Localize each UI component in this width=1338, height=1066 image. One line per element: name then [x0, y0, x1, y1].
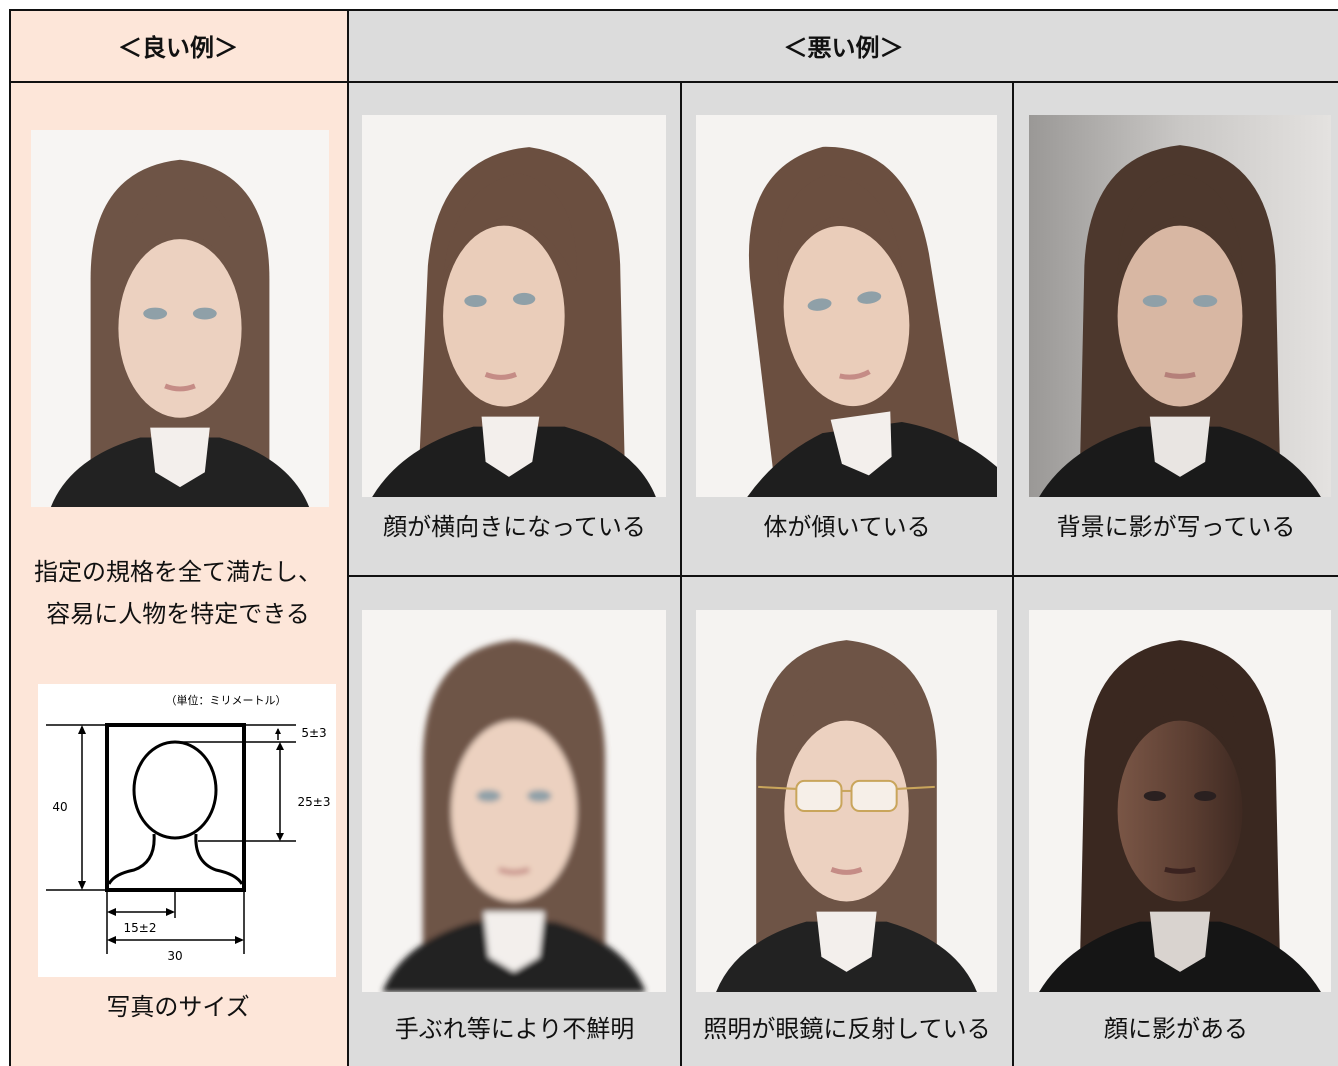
bad-example-header-label: ＜悪い例＞ — [783, 33, 904, 62]
good-example-photo — [31, 130, 329, 507]
good-example-header: ＜良い例＞ — [9, 9, 347, 81]
diagram-center-offset-label: 15±2 — [124, 921, 157, 935]
table-border-left — [9, 9, 11, 1066]
diagram-photo-frame — [105, 723, 246, 892]
bad-photo-face-turned — [362, 115, 666, 497]
diagram-face-height-label: 25±3 — [298, 795, 331, 809]
diagram-head-outline — [132, 740, 218, 840]
table-header-divider — [9, 81, 1338, 83]
bad-photo-blurry — [362, 610, 666, 992]
bad-caption-body-tilted: 体が傾いている — [763, 513, 931, 541]
bad-caption-face-shadow: 顔に影がある — [1104, 1015, 1248, 1043]
bad-photo-body-tilted — [696, 115, 997, 497]
bad-caption-glasses-glare: 照明が眼鏡に反射している — [703, 1015, 991, 1043]
bad-photo-background-shadow — [1029, 115, 1331, 497]
diagram-shoulder-right — [194, 833, 244, 885]
diagram-top-margin-label: 5±3 — [301, 726, 326, 740]
diagram-photo-width-label: 30 — [167, 949, 182, 963]
bad-caption-background-shadow: 背景に影が写っている — [1056, 513, 1296, 541]
bad-photo-glasses-glare — [696, 610, 997, 992]
table-column-divider-1 — [680, 81, 682, 1066]
bad-photo-face-shadow — [1029, 610, 1331, 992]
bad-caption-face-turned: 顔が横向きになっている — [383, 513, 646, 541]
good-example-description: 指定の規格を全て満たし、 容易に人物を特定できる — [9, 551, 347, 635]
diagram-photo-height-label: 40 — [52, 800, 67, 814]
diagram-shoulder-left — [107, 833, 156, 885]
good-example-description-line2: 容易に人物を特定できる — [46, 600, 310, 628]
photo-size-diagram: （単位：ミリメートル） 40 5±3 25±3 — [38, 684, 336, 977]
table-column-divider-good — [347, 9, 349, 1066]
id-photo-guide-table: ＜良い例＞ ＜悪い例＞ 指定の規格を全て満たし、 容易に人物を特定できる — [9, 9, 1338, 1066]
table-border-top — [9, 9, 1338, 11]
diagram-unit-note: （単位：ミリメートル） — [166, 693, 287, 707]
table-row-divider — [349, 575, 1338, 577]
bad-example-header: ＜悪い例＞ — [349, 9, 1338, 81]
photo-size-caption: 写真のサイズ — [106, 993, 250, 1021]
table-column-divider-2 — [1012, 81, 1014, 1066]
good-example-header-label: ＜良い例＞ — [118, 33, 238, 62]
good-example-description-line1: 指定の規格を全て満たし、 — [34, 558, 322, 586]
bad-caption-blurry: 手ぶれ等により不鮮明 — [394, 1015, 635, 1043]
